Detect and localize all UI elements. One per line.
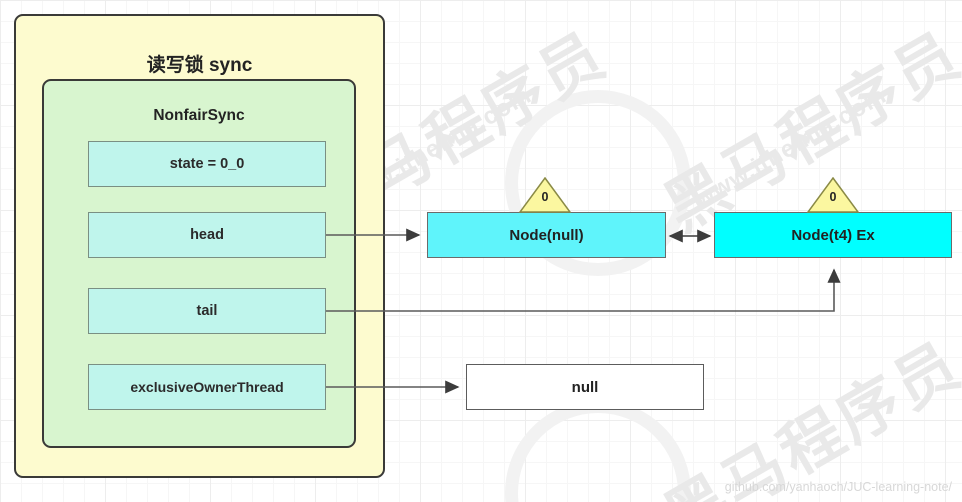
footer-credit: github.com/yanhaoch/JUC-learning-note/ (724, 480, 952, 494)
inner-box-title: NonfairSync (153, 107, 245, 124)
field-head: head (88, 212, 326, 258)
outer-box-title: 读写锁 sync (146, 55, 253, 76)
watermark-ring (505, 400, 691, 502)
arrow-tail-to-node-t4 (326, 268, 841, 312)
field-exclusive-owner-thread: exclusiveOwnerThread (88, 364, 326, 410)
watermark-url: www.itheima.com (690, 81, 892, 214)
waitstatus-triangle-node-t4: 0 (807, 177, 859, 213)
waitstatus-value: 0 (541, 190, 549, 204)
waitstatus-value: 0 (829, 190, 837, 204)
owner-null-box: null (466, 364, 704, 410)
node-t4-exclusive: Node(t4) Ex (714, 212, 952, 258)
node-null: Node(null) (427, 212, 666, 258)
field-state: state = 0_0 (88, 141, 326, 187)
field-tail: tail (88, 288, 326, 334)
waitstatus-triangle-node-null: 0 (519, 177, 571, 213)
